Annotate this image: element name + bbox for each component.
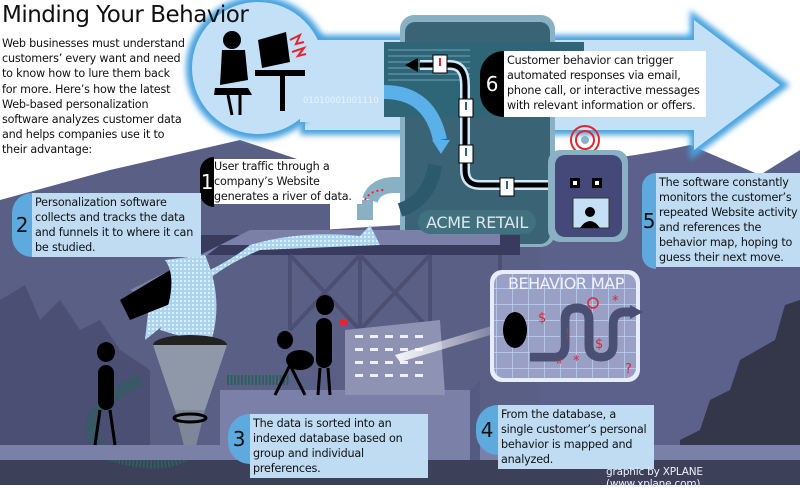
alert-icon	[499, 177, 515, 197]
svg-text:": "	[556, 359, 562, 374]
phone-device	[548, 125, 628, 242]
step-text: Customer behavior can trigger automated …	[504, 51, 706, 117]
step-text: User traffic through a company’s Website…	[214, 159, 362, 204]
step-5-callout: 5 The software constantly monitors the c…	[642, 173, 800, 269]
funnel	[84, 255, 290, 469]
credit-line: graphic by XPLANE (www.xplane.com)	[606, 466, 703, 490]
svg-text:$: $	[538, 311, 546, 326]
step-number: 2	[12, 193, 32, 257]
behavior-map: $! $ ? * * "	[490, 270, 643, 382]
intro-paragraph: Web businesses must understand customers…	[2, 37, 185, 157]
svg-text:*: *	[612, 294, 619, 309]
svg-text:*: *	[573, 354, 580, 369]
scaffold	[288, 253, 502, 332]
step-3-callout: 3 The data is sorted into an indexed dat…	[228, 414, 428, 478]
step-number: 3	[228, 414, 250, 464]
step-number: 1	[200, 157, 214, 207]
step-text: The software constantly monitors the cus…	[656, 173, 800, 267]
step-text: The data is sorted into an indexed datab…	[250, 414, 428, 478]
binary-stream-label: 01010001001110	[303, 96, 379, 106]
svg-text:$: $	[595, 337, 603, 352]
alert-icon	[458, 144, 474, 164]
step-text: Personalization software collects and tr…	[32, 193, 201, 257]
step-text: From the database, a single customer’s p…	[498, 405, 654, 469]
step-number: 6	[480, 51, 504, 117]
alert-icon	[458, 98, 474, 118]
svg-text:!: !	[565, 327, 570, 342]
user-bubble	[186, 0, 400, 140]
step-number: 4	[476, 405, 498, 455]
step-2-callout: 2 Personalization software collects and …	[12, 193, 201, 257]
database-cabinet	[345, 320, 497, 395]
alert-icon	[432, 54, 448, 74]
svg-text:?: ?	[625, 362, 632, 377]
step-4-callout: 4 From the database, a single customer’s…	[476, 405, 654, 469]
step-6-callout: 6 Customer behavior can trigger automate…	[480, 51, 706, 117]
computer-user-icon	[214, 31, 307, 116]
step-1-callout: 1 User traffic through a company’s Websi…	[200, 157, 362, 207]
analyst-figures	[93, 295, 348, 446]
behavior-map-title: BEHAVIOR MAP	[508, 274, 624, 293]
acme-retail-sign: ACME RETAIL	[418, 210, 536, 234]
step-number: 5	[642, 173, 656, 269]
page-title: Minding Your Behavior	[2, 2, 249, 28]
